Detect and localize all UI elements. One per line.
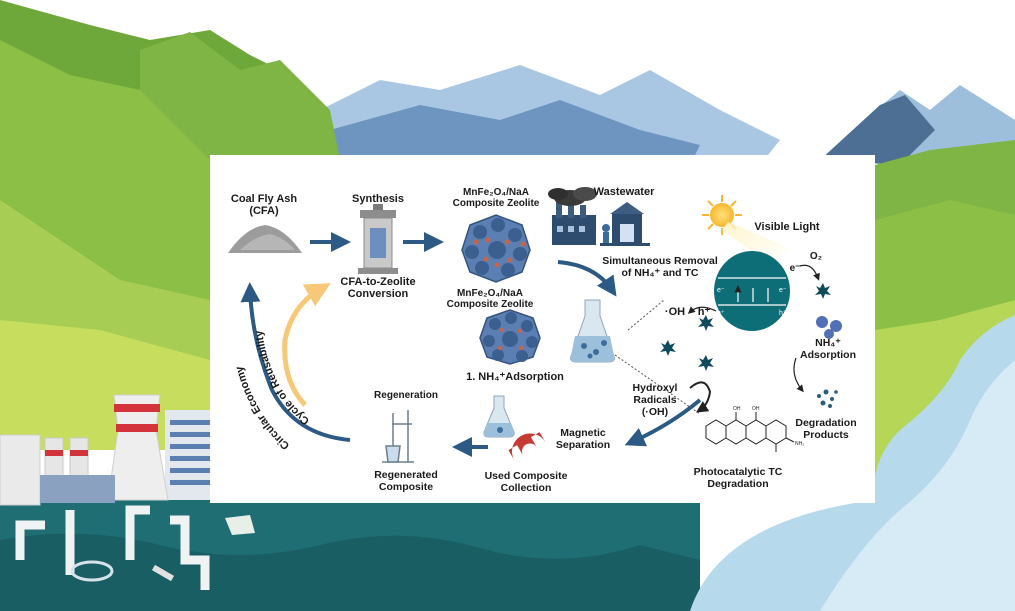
- arrow-removal-to-flask: [557, 260, 617, 297]
- degradation-particles: [817, 389, 838, 408]
- arrow-e-to-o2: [799, 264, 820, 281]
- synthesis-label: Synthesis: [352, 193, 404, 205]
- radical-stars: [660, 283, 831, 371]
- nh4-adsorption-label: NH₄⁺Adsorption: [800, 337, 856, 361]
- mountain-peak-right-dark: [820, 95, 935, 165]
- power-plant: [0, 394, 245, 506]
- sewage-pipes: [15, 505, 210, 590]
- regeneration-label: Regeneration: [374, 390, 438, 401]
- synthesis-reactor: [358, 204, 398, 274]
- factory-icon: [548, 187, 597, 245]
- flow-arrows: [240, 232, 820, 457]
- light-beam: [722, 222, 790, 265]
- o2-label: O₂: [809, 251, 823, 262]
- used-composite-flask: [483, 395, 515, 438]
- coal-fly-ash-pile: [228, 225, 302, 253]
- oh-radical-label: ·OH: [664, 306, 686, 318]
- nh4-particles: [816, 316, 842, 339]
- svg-text:e⁻: e⁻: [779, 287, 787, 294]
- mountain-range-center-dark: [320, 100, 700, 165]
- nh4-adsorption-step-label: 1. NH₄⁺Adsorption: [466, 371, 564, 383]
- wastewater-label: Wastewater: [593, 186, 655, 198]
- sun-icon: [702, 195, 742, 235]
- diagram-panel: [210, 155, 875, 503]
- sea-waves: [0, 533, 700, 611]
- arrow-to-magnetic: [624, 398, 702, 447]
- hill-left-mid: [140, 32, 340, 160]
- svg-text:h⁺: h⁺: [717, 310, 725, 317]
- zeolite-crystal-mid: [479, 309, 541, 365]
- arrow-adsorption-to-degradation: [793, 357, 804, 393]
- regeneration-apparatus: [382, 410, 414, 463]
- arrow-cycle-yellow: [282, 283, 331, 407]
- visible-light-label: Visible Light: [754, 221, 820, 233]
- beaker-flask: [570, 299, 615, 363]
- arrow-h-to-oh: [687, 306, 717, 314]
- river-highlight: [820, 360, 1015, 611]
- h-plus-label: h⁺: [697, 306, 711, 318]
- floating-debris: [70, 515, 255, 582]
- photocatalyst-particle: e⁻ e⁻ h⁺ h⁺: [714, 251, 790, 331]
- svg-text:h⁺: h⁺: [779, 310, 787, 317]
- magnet-icon: [508, 432, 546, 461]
- e-minus-label: e⁻: [789, 263, 801, 274]
- zeolite-crystal-top: [461, 214, 531, 283]
- dotted-link-flask-to-radicals: [614, 354, 701, 415]
- svg-text:e⁻: e⁻: [717, 287, 725, 294]
- svg-text:OH: OH: [752, 406, 760, 412]
- svg-text:OH: OH: [733, 406, 741, 412]
- tetracycline-molecule: OH OH NH₂: [705, 406, 804, 452]
- svg-text:NH₂: NH₂: [795, 441, 804, 447]
- coal-fly-ash-label: Coal Fly Ash(CFA): [230, 193, 298, 218]
- arrow-cycle-blue: [240, 282, 351, 442]
- wastewater-farm-icon: [600, 202, 650, 246]
- arrow-radicals-loop: [689, 381, 712, 413]
